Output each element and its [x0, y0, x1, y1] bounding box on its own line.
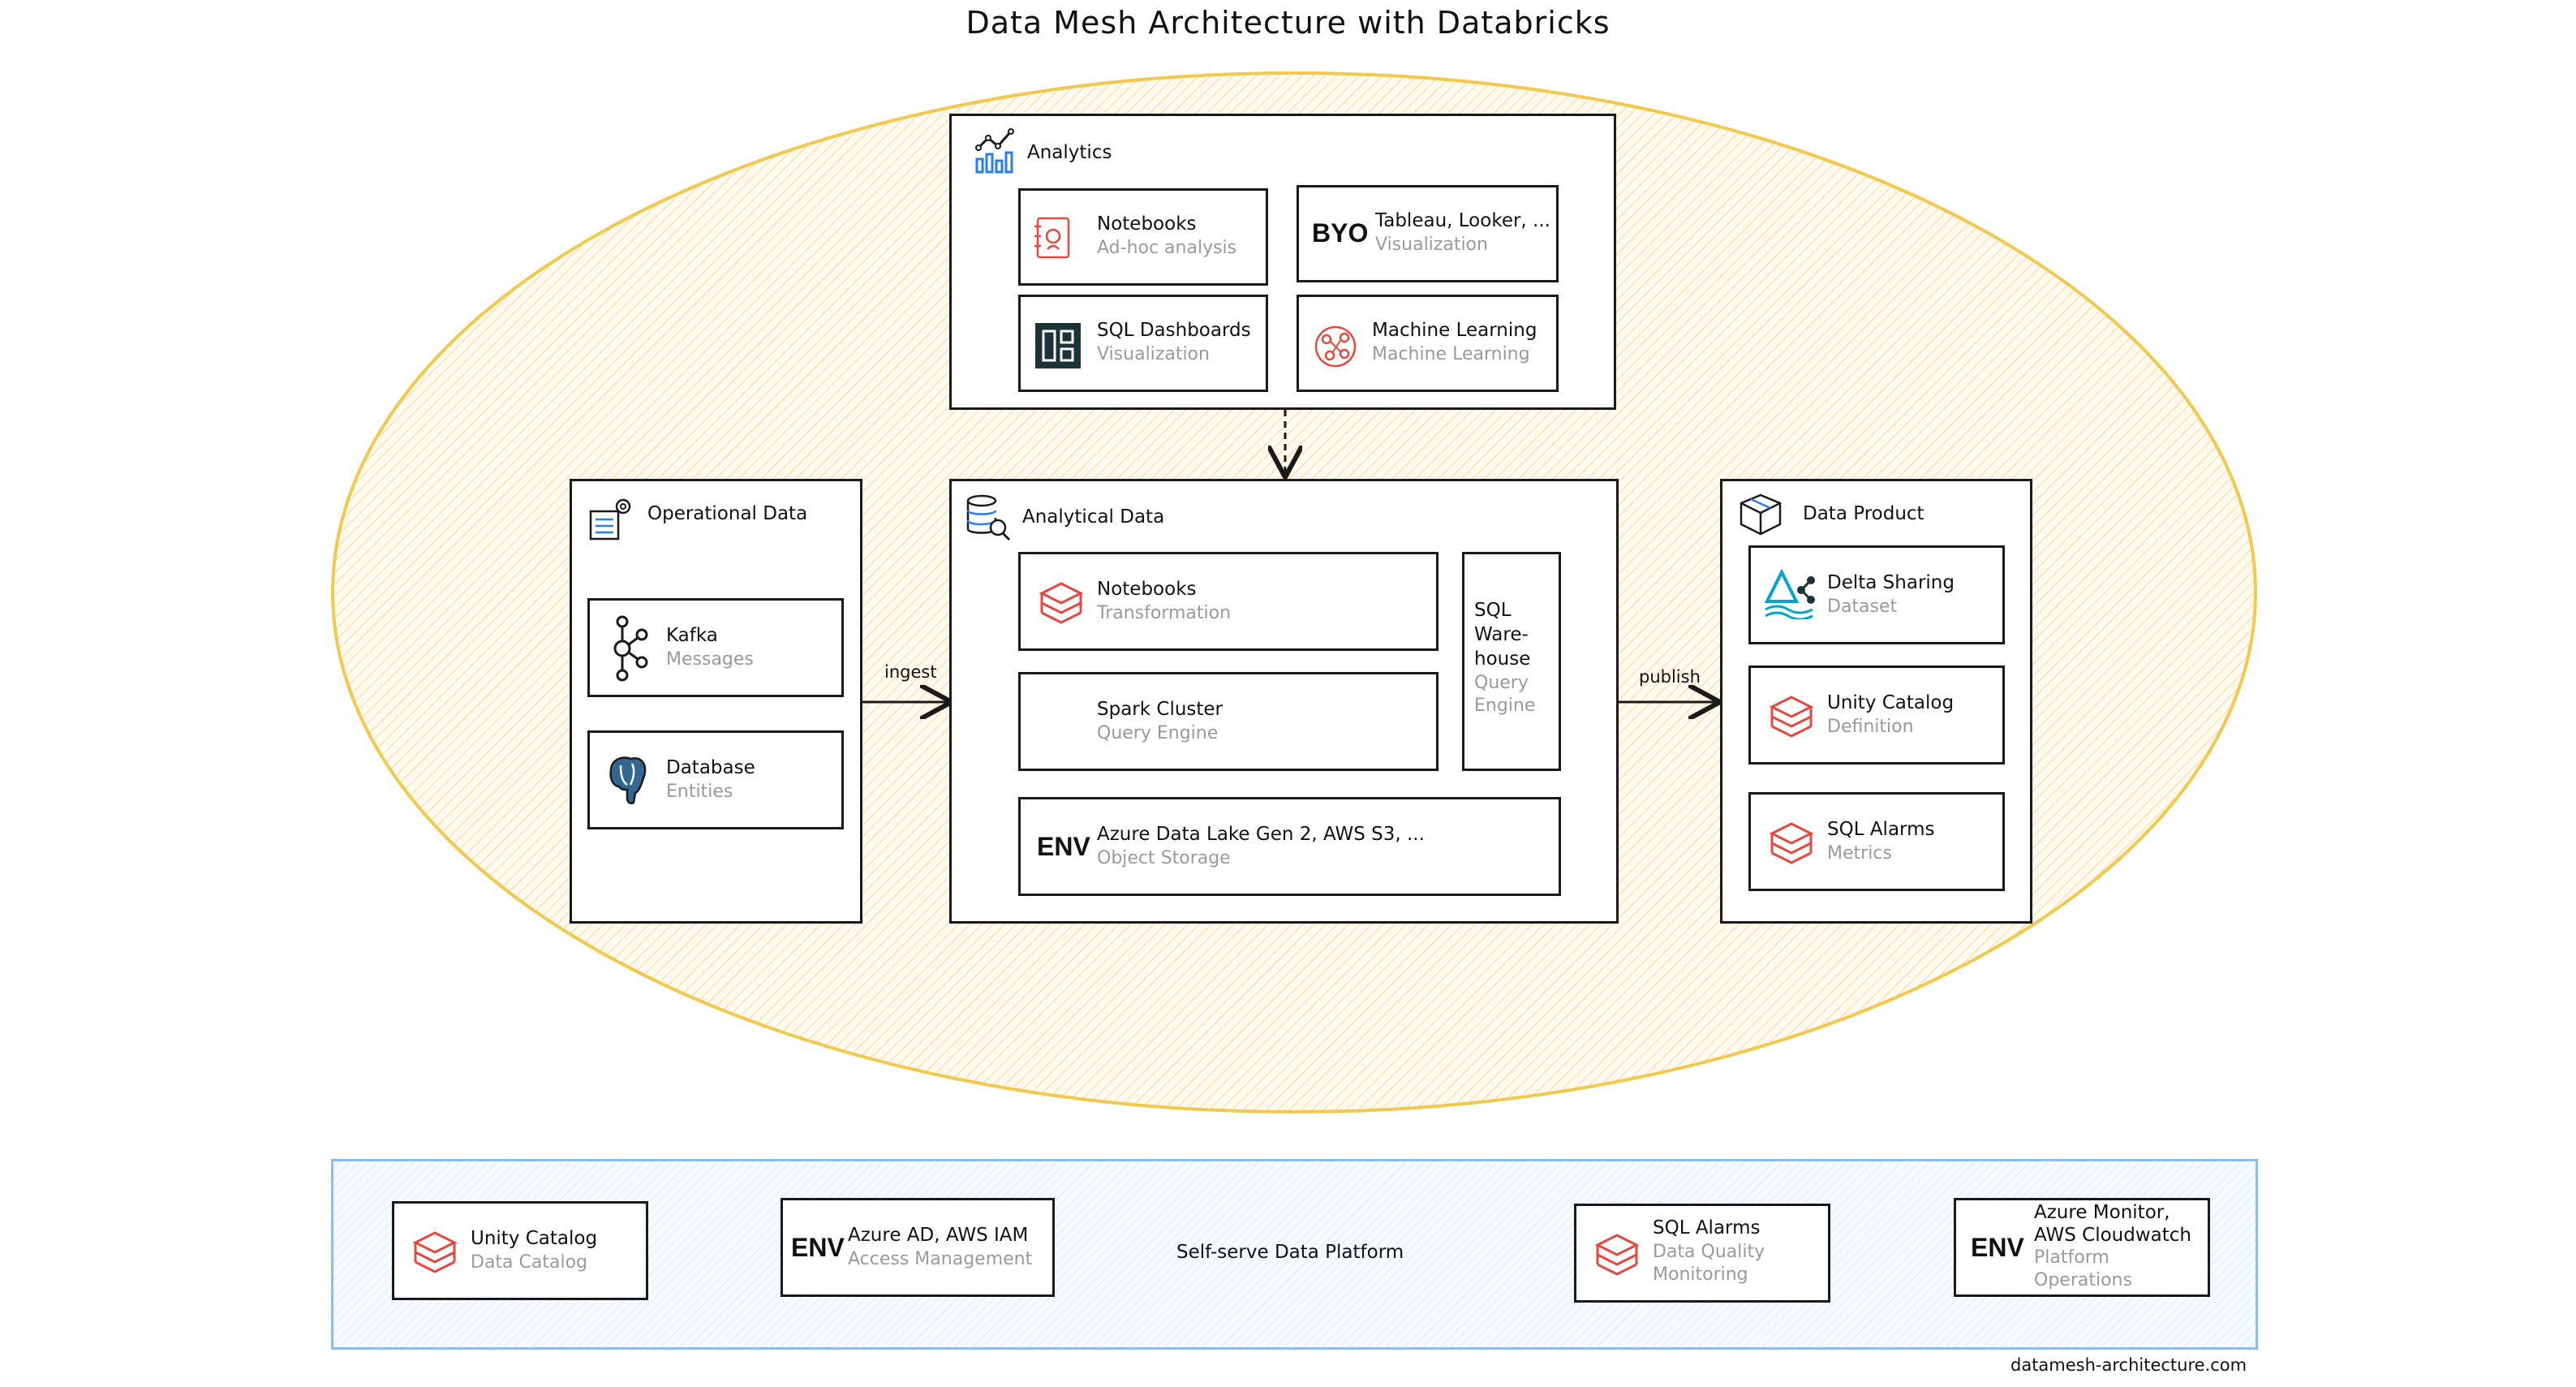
card-title: Machine Learning — [1372, 320, 1537, 341]
card-subtitle-1: Data Quality — [1653, 1242, 1765, 1262]
analytical-data-header: Analytical Data — [1022, 506, 1165, 528]
platform-unity-catalog-card[interactable]: Unity Catalog Data Catalog — [392, 1201, 648, 1300]
analytics-icon — [975, 128, 1014, 174]
databricks-icon — [1769, 822, 1814, 864]
env-badge: ENV — [1971, 1233, 2024, 1262]
sql-alarms-card[interactable]: SQL Alarms Metrics — [1748, 792, 2005, 891]
card-title: SQL Dashboards — [1097, 320, 1251, 341]
card-subtitle: Dataset — [1827, 597, 1898, 617]
card-title: Delta Sharing — [1827, 572, 1955, 593]
delta-sharing-card[interactable]: Delta Sharing Dataset — [1748, 545, 2005, 644]
warehouse-subtitle-1: Query — [1474, 673, 1529, 693]
card-subtitle: Messages — [666, 649, 754, 670]
ml-card[interactable]: Machine Learning Machine Learning — [1297, 295, 1559, 392]
operational-data-box — [570, 479, 862, 924]
operational-data-icon — [589, 498, 631, 541]
dashboard-icon — [1035, 323, 1081, 368]
card-subtitle: Query Engine — [1097, 723, 1219, 743]
card-title: Kafka — [666, 625, 718, 646]
footer-link[interactable]: datamesh-architecture.com — [2010, 1355, 2247, 1375]
card-subtitle: Entities — [666, 782, 733, 802]
ingest-label: ingest — [884, 662, 937, 682]
notebook-icon — [1034, 217, 1070, 259]
databricks-icon — [1039, 582, 1084, 624]
data-product-header: Data Product — [1803, 503, 1924, 524]
database-search-icon — [966, 494, 1011, 541]
card-title-1: Azure Monitor, — [2034, 1202, 2170, 1223]
card-subtitle: Object Storage — [1097, 848, 1231, 868]
platform-sql-alarms-card[interactable]: SQL Alarms Data Quality Monitoring — [1574, 1204, 1830, 1303]
databricks-icon — [1594, 1234, 1640, 1276]
warehouse-title-3: house — [1474, 648, 1531, 670]
card-title: Unity Catalog — [1827, 692, 1955, 713]
operational-data-header: Operational Data — [647, 503, 808, 524]
database-card[interactable]: Database Entities — [587, 730, 844, 829]
sql-dashboards-card[interactable]: SQL Dashboards Visualization — [1018, 295, 1268, 392]
sql-warehouse-card[interactable]: SQL Ware- house Query Engine — [1462, 552, 1561, 771]
warehouse-subtitle-2: Engine — [1474, 696, 1536, 716]
card-title: Unity Catalog — [471, 1228, 598, 1249]
analytical-notebooks-card[interactable]: Notebooks Transformation — [1018, 552, 1439, 651]
platform-label: Self-serve Data Platform — [1176, 1242, 1404, 1263]
databricks-icon — [412, 1231, 458, 1273]
analytics-notebooks-card[interactable]: Notebooks Ad-hoc analysis — [1018, 188, 1268, 286]
platform-monitor-card[interactable]: ENV Azure Monitor, AWS Cloudwatch Platfo… — [1954, 1198, 2210, 1297]
card-subtitle: Access Management — [848, 1249, 1033, 1269]
warehouse-title-2: Ware- — [1474, 624, 1529, 645]
warehouse-title-1: SQL — [1474, 600, 1512, 621]
card-subtitle: Ad-hoc analysis — [1097, 238, 1237, 258]
card-subtitle: Visualization — [1375, 235, 1488, 255]
card-title: SQL Alarms — [1653, 1217, 1761, 1238]
card-title-2: AWS Cloudwatch — [2034, 1225, 2191, 1246]
self-serve-platform-box — [331, 1159, 2258, 1350]
card-subtitle: Definition — [1827, 717, 1914, 737]
card-subtitle: Transformation — [1097, 603, 1232, 623]
card-title: Azure Data Lake Gen 2, AWS S3, ... — [1097, 824, 1425, 845]
postgres-icon — [609, 756, 647, 804]
env-badge: ENV — [791, 1233, 845, 1262]
card-title: Tableau, Looker, ... — [1375, 210, 1550, 231]
card-subtitle-2: Operations — [2034, 1270, 2132, 1290]
card-subtitle-1: Platform — [2034, 1247, 2109, 1268]
unity-catalog-card[interactable]: Unity Catalog Definition — [1748, 666, 2005, 765]
kafka-icon — [613, 615, 648, 682]
card-title: Spark Cluster — [1097, 699, 1223, 720]
platform-iam-card[interactable]: ENV Azure AD, AWS IAM Access Management — [781, 1198, 1055, 1297]
card-title: Notebooks — [1097, 579, 1197, 600]
package-icon — [1740, 493, 1782, 536]
card-subtitle: Metrics — [1827, 843, 1892, 864]
card-title: Notebooks — [1097, 213, 1197, 235]
publish-label: publish — [1639, 667, 1701, 687]
card-title: Azure AD, AWS IAM — [848, 1225, 1029, 1246]
card-title: SQL Alarms — [1827, 819, 1935, 840]
object-storage-card[interactable]: ENV Azure Data Lake Gen 2, AWS S3, ... O… — [1018, 797, 1561, 896]
card-subtitle: Visualization — [1097, 344, 1210, 364]
kafka-card[interactable]: Kafka Messages — [587, 598, 844, 697]
env-badge: ENV — [1037, 832, 1090, 861]
card-title: Database — [666, 757, 755, 778]
ml-icon — [1314, 325, 1357, 368]
analytics-header: Analytics — [1027, 142, 1112, 163]
diagram-title: Data Mesh Architecture with Databricks — [965, 5, 1611, 41]
card-subtitle-2: Monitoring — [1653, 1264, 1748, 1285]
delta-sharing-icon — [1764, 569, 1815, 619]
card-subtitle: Data Catalog — [471, 1252, 588, 1273]
byo-card[interactable]: BYO Tableau, Looker, ... Visualization — [1297, 185, 1559, 282]
byo-badge: BYO — [1312, 218, 1369, 248]
card-subtitle: Machine Learning — [1372, 344, 1530, 364]
databricks-icon — [1769, 696, 1814, 738]
spark-cluster-card[interactable]: Spark Cluster Query Engine — [1018, 672, 1439, 771]
